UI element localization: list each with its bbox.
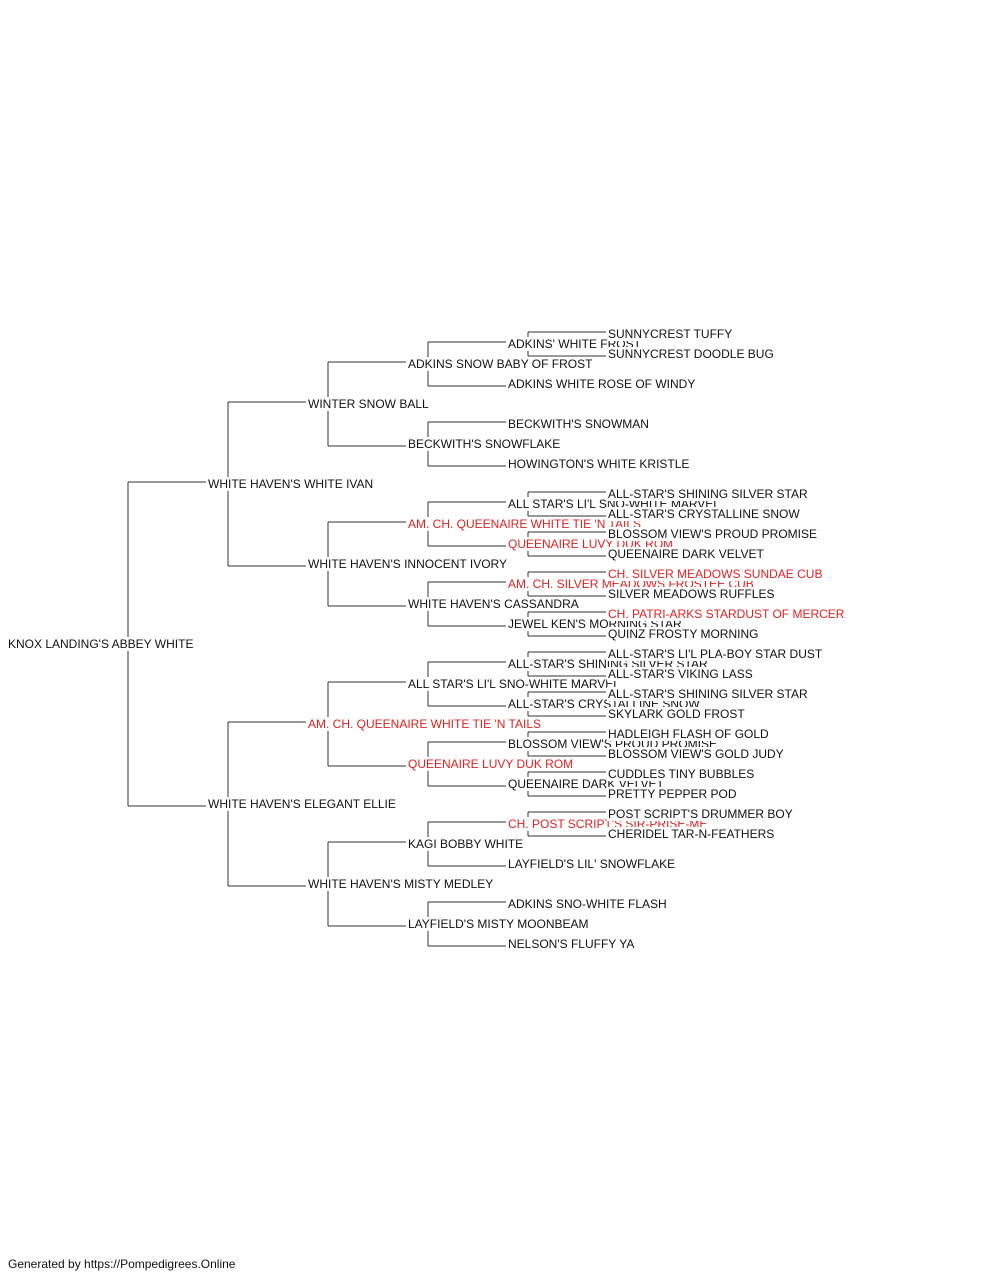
dam-name: SKYLARK GOLD FROST bbox=[607, 707, 746, 721]
sire-name: ALL-STAR'S LI'L PLA-BOY STAR DUST bbox=[607, 647, 824, 661]
dam-name: ADKINS WHITE ROSE OF WINDY bbox=[507, 377, 697, 391]
sire-name: ADKINS SNO-WHITE FLASH bbox=[507, 897, 668, 911]
sire-name: HADLEIGH FLASH OF GOLD bbox=[607, 727, 770, 741]
sire-name: BLOSSOM VIEW'S PROUD PROMISE bbox=[607, 527, 818, 541]
generated-by-footer: Generated by https://Pompedigrees.Online bbox=[8, 1257, 236, 1271]
sire-name: ALL-STAR'S SHINING SILVER STAR bbox=[607, 487, 809, 501]
dam-name: ALL-STAR'S VIKING LASS bbox=[607, 667, 754, 681]
dam-name: PRETTY PEPPER POD bbox=[607, 787, 738, 801]
sire-name: POST SCRIPT'S DRUMMER BOY bbox=[607, 807, 794, 821]
dam-name: QUEENAIRE LUVY DUK ROM bbox=[407, 757, 575, 771]
sire-name: SUNNYCREST TUFFY bbox=[607, 327, 734, 341]
dam-name: SILVER MEADOWS RUFFLES bbox=[607, 587, 776, 601]
sire-name: AM. CH. QUEENAIRE WHITE TIE 'N TAILS bbox=[407, 517, 642, 531]
dam-name: WHITE HAVEN'S ELEGANT ELLIE bbox=[207, 797, 397, 811]
subject-dog-name: KNOX LANDING'S ABBEY WHITE bbox=[7, 637, 195, 651]
sire-name: KAGI BOBBY WHITE bbox=[407, 837, 525, 851]
sire-name: ADKINS SNOW BABY OF FROST bbox=[407, 357, 594, 371]
sire-name: ALL STAR'S LI'L SNO-WHITE MARVEL bbox=[407, 677, 621, 691]
sire-name: ALL-STAR'S SHINING SILVER STAR bbox=[607, 687, 809, 701]
dam-name: HOWINGTON'S WHITE KRISTLE bbox=[507, 457, 691, 471]
sire-name: CUDDLES TINY BUBBLES bbox=[607, 767, 756, 781]
sire-name: CH. SILVER MEADOWS SUNDAE CUB bbox=[607, 567, 824, 581]
dam-name: LAYFIELD'S LIL' SNOWFLAKE bbox=[507, 857, 677, 871]
sire-name: BECKWITH'S SNOWMAN bbox=[507, 417, 650, 431]
sire-name: WINTER SNOW BALL bbox=[307, 397, 430, 411]
dam-name: ALL-STAR'S CRYSTALLINE SNOW bbox=[607, 507, 801, 521]
dam-name: QUEENAIRE DARK VELVET bbox=[607, 547, 765, 561]
sire-name: CH. PATRI-ARKS STARDUST OF MERCER bbox=[607, 607, 846, 621]
dam-name: QUINZ FROSTY MORNING bbox=[607, 627, 760, 641]
dam-name: CHERIDEL TAR-N-FEATHERS bbox=[607, 827, 776, 841]
sire-name: AM. CH. QUEENAIRE WHITE TIE 'N TAILS bbox=[307, 717, 542, 731]
dam-name: WHITE HAVEN'S MISTY MEDLEY bbox=[307, 877, 495, 891]
dam-name: BECKWITH'S SNOWFLAKE bbox=[407, 437, 562, 451]
sire-name: WHITE HAVEN'S WHITE IVAN bbox=[207, 477, 375, 491]
dam-name: NELSON'S FLUFFY YA bbox=[507, 937, 636, 951]
dam-name: LAYFIELD'S MISTY MOONBEAM bbox=[407, 917, 590, 931]
dam-name: SUNNYCREST DOODLE BUG bbox=[607, 347, 775, 361]
dam-name: BLOSSOM VIEW'S GOLD JUDY bbox=[607, 747, 785, 761]
dam-name: WHITE HAVEN'S INNOCENT IVORY bbox=[307, 557, 508, 571]
dam-name: WHITE HAVEN'S CASSANDRA bbox=[407, 597, 580, 611]
